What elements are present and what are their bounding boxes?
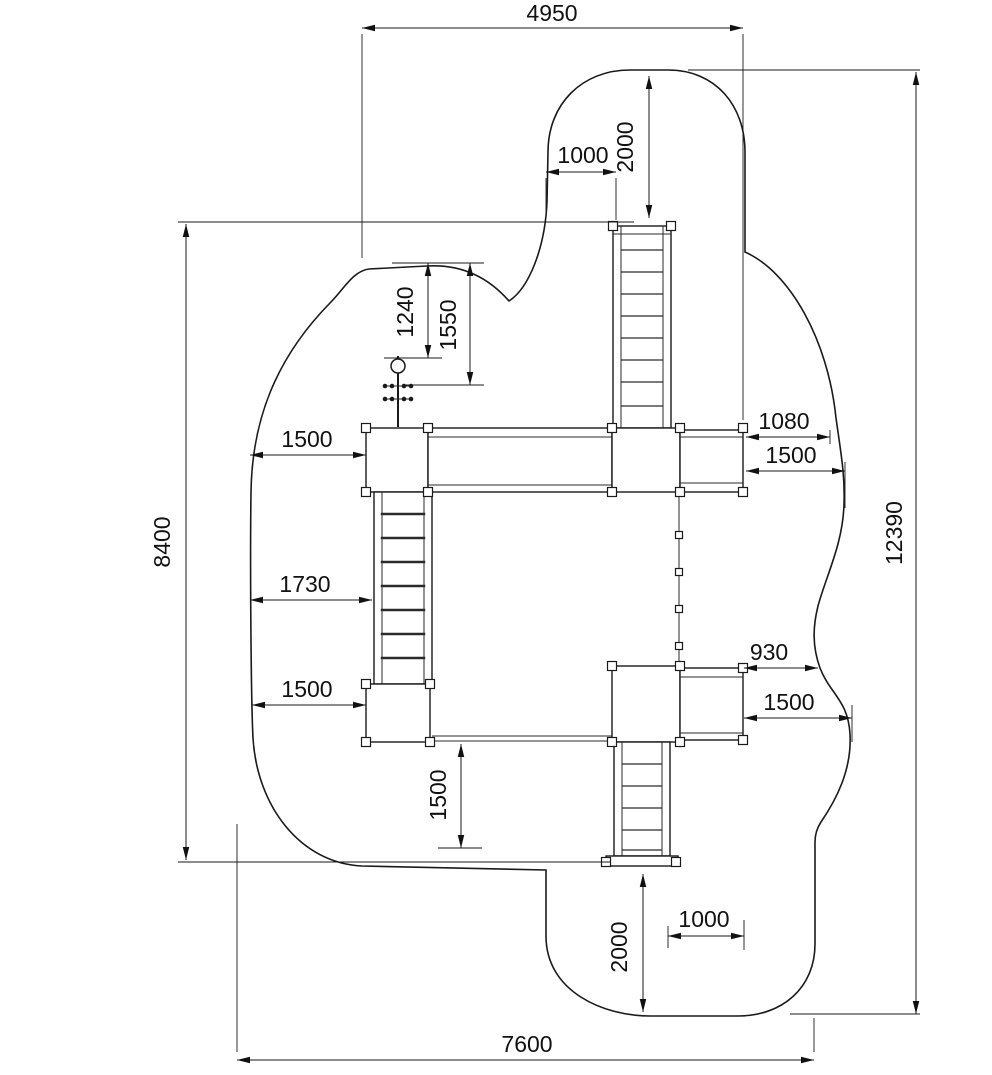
dim-label-clearance-bottom-inner: 1500 bbox=[425, 769, 451, 820]
extension-lines bbox=[178, 34, 920, 1052]
bottom-slide bbox=[605, 741, 679, 867]
dim-label-clearance-right-upper: 1500 bbox=[765, 442, 816, 468]
deck-edges bbox=[432, 492, 684, 742]
dim-label-clearance-right-middle: 930 bbox=[750, 639, 788, 665]
dim-label-bottom-exit-depth: 2000 bbox=[606, 921, 632, 972]
dim-label-clearance-right-lower: 1500 bbox=[763, 689, 814, 715]
dim-label-structure-height: 8400 bbox=[149, 516, 175, 567]
dim-label-top-width: 4950 bbox=[526, 0, 577, 26]
dimension-lines bbox=[182, 24, 920, 1064]
dim-label-wing-clearance: 1080 bbox=[758, 408, 809, 434]
platform-bottom-right bbox=[611, 665, 744, 743]
dim-label-clearance-left-lower: 1500 bbox=[281, 676, 332, 702]
dim-label-pole-clearance-a: 1240 bbox=[392, 286, 418, 337]
left-ladder bbox=[373, 491, 433, 685]
dim-label-clearance-left-upper: 1500 bbox=[281, 426, 332, 452]
dim-label-bottom-exit-offset: 1000 bbox=[678, 906, 729, 932]
dim-label-clearance-left-middle: 1730 bbox=[279, 571, 330, 597]
dimension-labels: 4950 2000 1000 1240 1550 1500 8400 1730 … bbox=[149, 0, 907, 1057]
dim-label-top-exit-depth: 2000 bbox=[612, 121, 638, 172]
top-walkway bbox=[365, 427, 744, 493]
dim-label-top-exit-offset: 1000 bbox=[557, 142, 608, 168]
climbing-pole bbox=[382, 356, 414, 427]
dim-label-total-height: 12390 bbox=[881, 501, 907, 565]
top-climber bbox=[612, 225, 672, 429]
platform-bottom-left bbox=[365, 683, 431, 743]
dim-label-pole-clearance-b: 1550 bbox=[435, 299, 461, 350]
dim-label-total-width: 7600 bbox=[501, 1031, 552, 1057]
safety-zone-outline bbox=[249, 69, 851, 1017]
